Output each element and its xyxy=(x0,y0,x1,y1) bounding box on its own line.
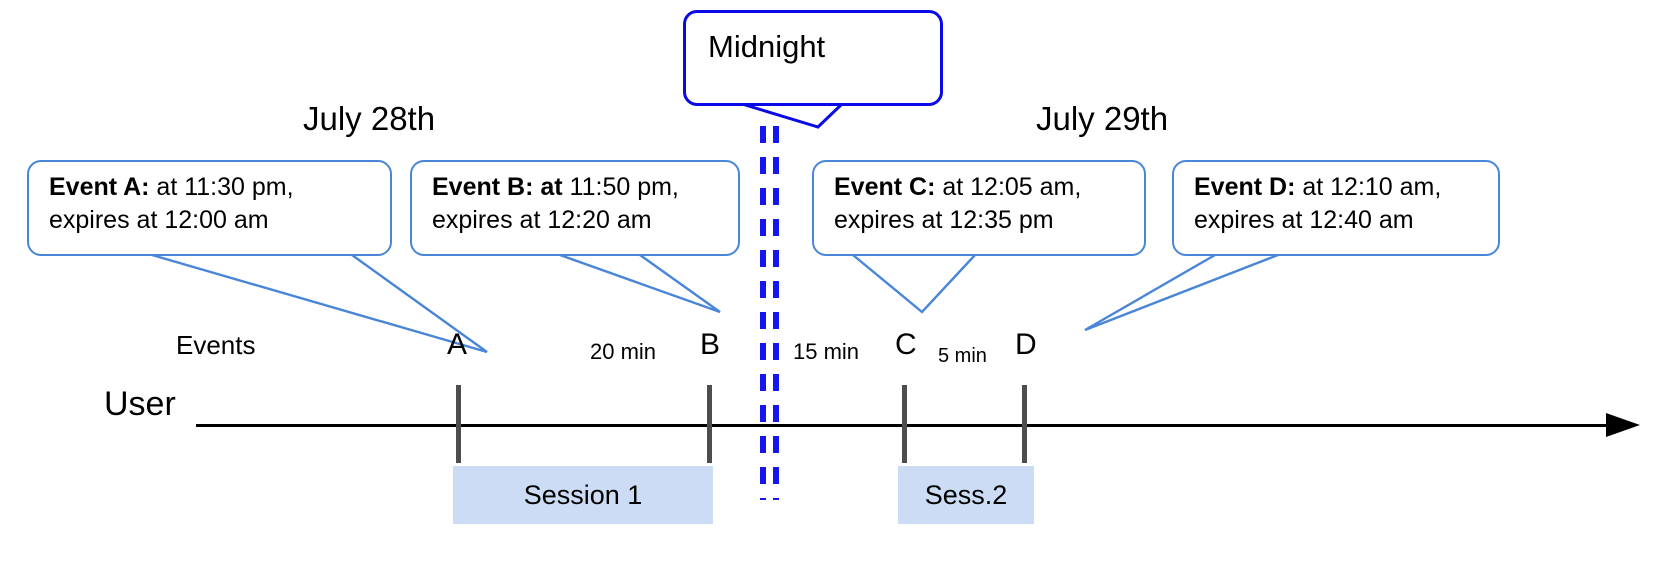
session-box-label: Sess.2 xyxy=(924,479,1008,510)
callout-rest: at 12:10 am, xyxy=(1295,173,1442,201)
tick-event-a xyxy=(456,385,461,463)
session-box-2: Sess.2 xyxy=(898,466,1034,524)
callout-bold-label: Event D: xyxy=(1194,173,1296,201)
session-box-1: Session 1 xyxy=(453,466,713,524)
tick-event-d xyxy=(1022,385,1027,463)
midnight-dashed-line-right xyxy=(773,126,779,500)
row-label-events-text: Events xyxy=(176,330,256,360)
event-letter-a: A xyxy=(447,328,467,362)
timeline-arrowhead xyxy=(1606,413,1640,437)
callout-line-1: Event B: at 11:50 pm, xyxy=(432,171,724,204)
date-label-july-28: July 28th xyxy=(303,100,435,138)
date-label-july-29: July 29th xyxy=(1036,100,1168,138)
event-letter-b: B xyxy=(700,328,720,362)
event-letter-text: B xyxy=(700,328,721,361)
midnight-tail xyxy=(741,102,844,129)
callout-line-2: expires at 12:40 am xyxy=(1194,206,1414,234)
callout-line-1: Event D: at 12:10 am, xyxy=(1194,171,1484,204)
callout-line-2: expires at 12:35 pm xyxy=(834,206,1054,234)
callout-bold-label: Event B: at xyxy=(432,173,563,201)
row-label-user-text: User xyxy=(104,385,176,423)
callout-bold-label: Event C: xyxy=(834,173,936,201)
event-letter-text: C xyxy=(895,328,917,361)
gap-label-c-to-d: 5 min xyxy=(938,345,987,368)
callout-rest: 11:50 pm, xyxy=(562,173,679,201)
gap-label-b-to-c: 15 min xyxy=(793,339,859,365)
callout-event-b: Event B: at 11:50 pm, expires at 12:20 a… xyxy=(410,160,740,256)
midnight-dashed-line-left xyxy=(760,126,766,500)
row-label-user: User xyxy=(104,385,176,424)
event-c-tail xyxy=(852,254,976,314)
date-label-text: July 29th xyxy=(1036,100,1169,137)
tick-event-b xyxy=(707,385,712,463)
callout-rest: at 12:05 am, xyxy=(935,173,1082,201)
event-letter-text: A xyxy=(447,328,468,361)
midnight-callout: Midnight xyxy=(683,10,943,106)
callout-event-c: Event C: at 12:05 am, expires at 12:35 p… xyxy=(812,160,1146,256)
row-label-events: Events xyxy=(176,330,256,361)
gap-label-text: 15 min xyxy=(793,339,860,364)
callout-event-a: Event A: at 11:30 pm, expires at 12:00 a… xyxy=(27,160,392,256)
event-a-tail xyxy=(151,253,488,354)
callout-line-2: expires at 12:00 am xyxy=(49,206,269,234)
session-box-label: Session 1 xyxy=(523,479,643,510)
callout-line-2: expires at 12:20 am xyxy=(432,206,652,234)
gap-label-a-to-b: 20 min xyxy=(590,339,656,365)
gap-label-text: 20 min xyxy=(590,339,657,364)
date-label-text: July 28th xyxy=(303,100,436,137)
callout-line-1: Event A: at 11:30 pm, xyxy=(49,171,376,204)
event-letter-d: D xyxy=(1015,328,1037,362)
gap-label-text: 5 min xyxy=(938,345,987,367)
event-d-tail xyxy=(1084,253,1279,332)
midnight-label: Midnight xyxy=(708,29,826,64)
event-letter-text: D xyxy=(1015,328,1037,361)
event-b-tail xyxy=(559,253,721,314)
tick-event-c xyxy=(902,385,907,463)
callout-bold-label: Event A: xyxy=(49,173,150,201)
callout-event-d: Event D: at 12:10 am, expires at 12:40 a… xyxy=(1172,160,1500,256)
callout-line-1: Event C: at 12:05 am, xyxy=(834,171,1130,204)
callout-rest: at 11:30 pm, xyxy=(149,173,294,201)
event-letter-c: C xyxy=(895,328,917,362)
